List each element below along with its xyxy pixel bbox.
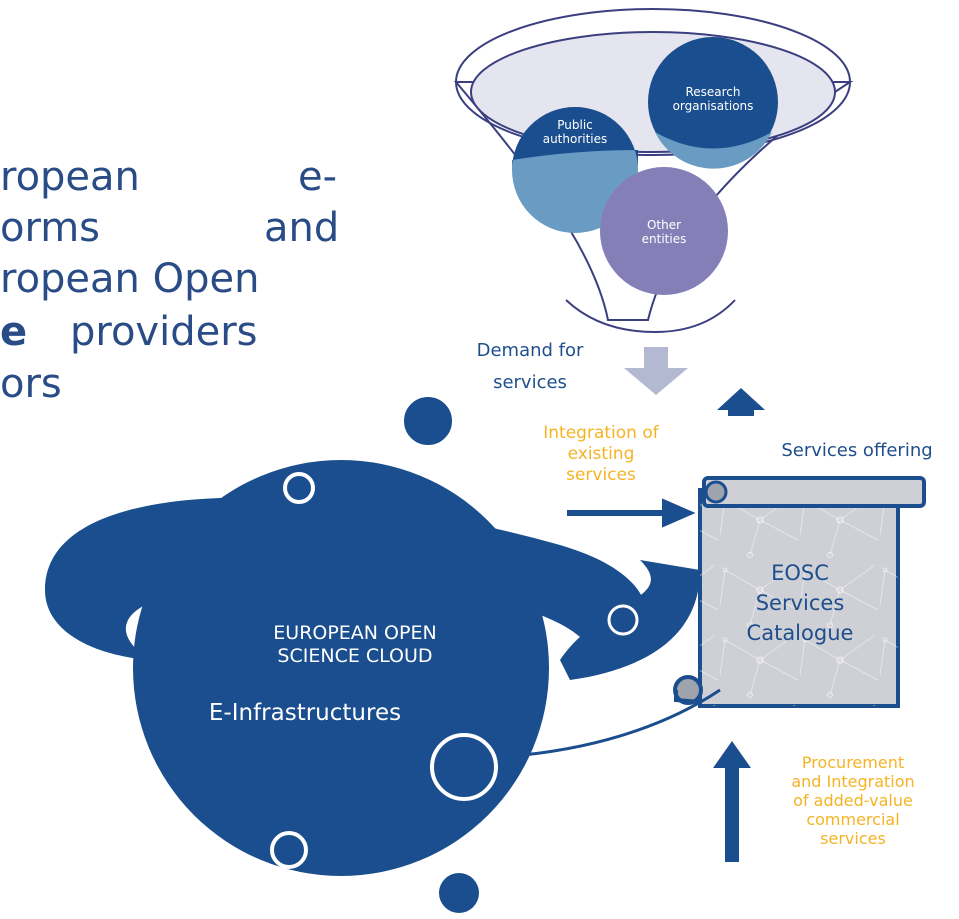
scroll-top-roll <box>702 476 926 508</box>
moon-ring-right <box>430 733 498 801</box>
integration-label: Integration of existing services <box>543 423 659 485</box>
title-line-2-word-1: orms <box>0 205 101 251</box>
orbit-trail <box>299 688 721 760</box>
moon-bottom-left <box>270 831 308 869</box>
research-organisations-label: Research organisations <box>672 85 754 113</box>
procurement-arrow <box>713 741 751 862</box>
other-entities-label: Other entities <box>641 218 687 246</box>
title-line-1-word-2: e- <box>298 154 338 200</box>
integration-arrow <box>567 498 696 528</box>
moon-ring-left <box>283 472 315 504</box>
research-organisations-circle <box>648 37 778 167</box>
public-authorities-top <box>512 107 638 170</box>
moon-right <box>607 604 639 636</box>
title-line-3: ropean Open <box>0 259 259 299</box>
title-line-4-word: providers <box>70 309 258 355</box>
title-line-2-word-2: and <box>264 205 340 251</box>
moon-bottom <box>439 873 479 913</box>
moon-large-top <box>400 393 456 449</box>
title-line-5: ors <box>0 364 62 404</box>
services-offering-arrow <box>717 388 765 416</box>
procurement-label: Procurement and Integration of added-val… <box>791 753 915 848</box>
title-line-1-word-1: ropean <box>0 154 140 200</box>
demand-label: Demand for services <box>476 340 584 393</box>
planet-sphere <box>133 460 549 876</box>
title-line-5-text: ors <box>0 361 62 407</box>
title-line-4-bold: e <box>0 309 28 355</box>
services-offering-label: Services offering <box>781 440 933 461</box>
catalogue-label: EOSC Services Catalogue <box>746 561 854 645</box>
title-line-3-text: ropean Open <box>0 256 260 302</box>
other-entities-circle <box>600 167 728 295</box>
research-circle-lower <box>655 132 772 169</box>
funnel-outer-rim <box>455 8 851 156</box>
scroll-top-curl <box>704 480 728 504</box>
demand-arrow <box>624 347 688 395</box>
funnel-spout <box>565 299 736 334</box>
eosc-scroll <box>673 476 926 708</box>
cloud-title: EUROPEAN OPEN SCIENCE CLOUD <box>273 622 437 667</box>
cloud-subtitle: E-Infrastructures <box>208 700 402 726</box>
public-authorities-label: Public authorities <box>542 118 608 146</box>
